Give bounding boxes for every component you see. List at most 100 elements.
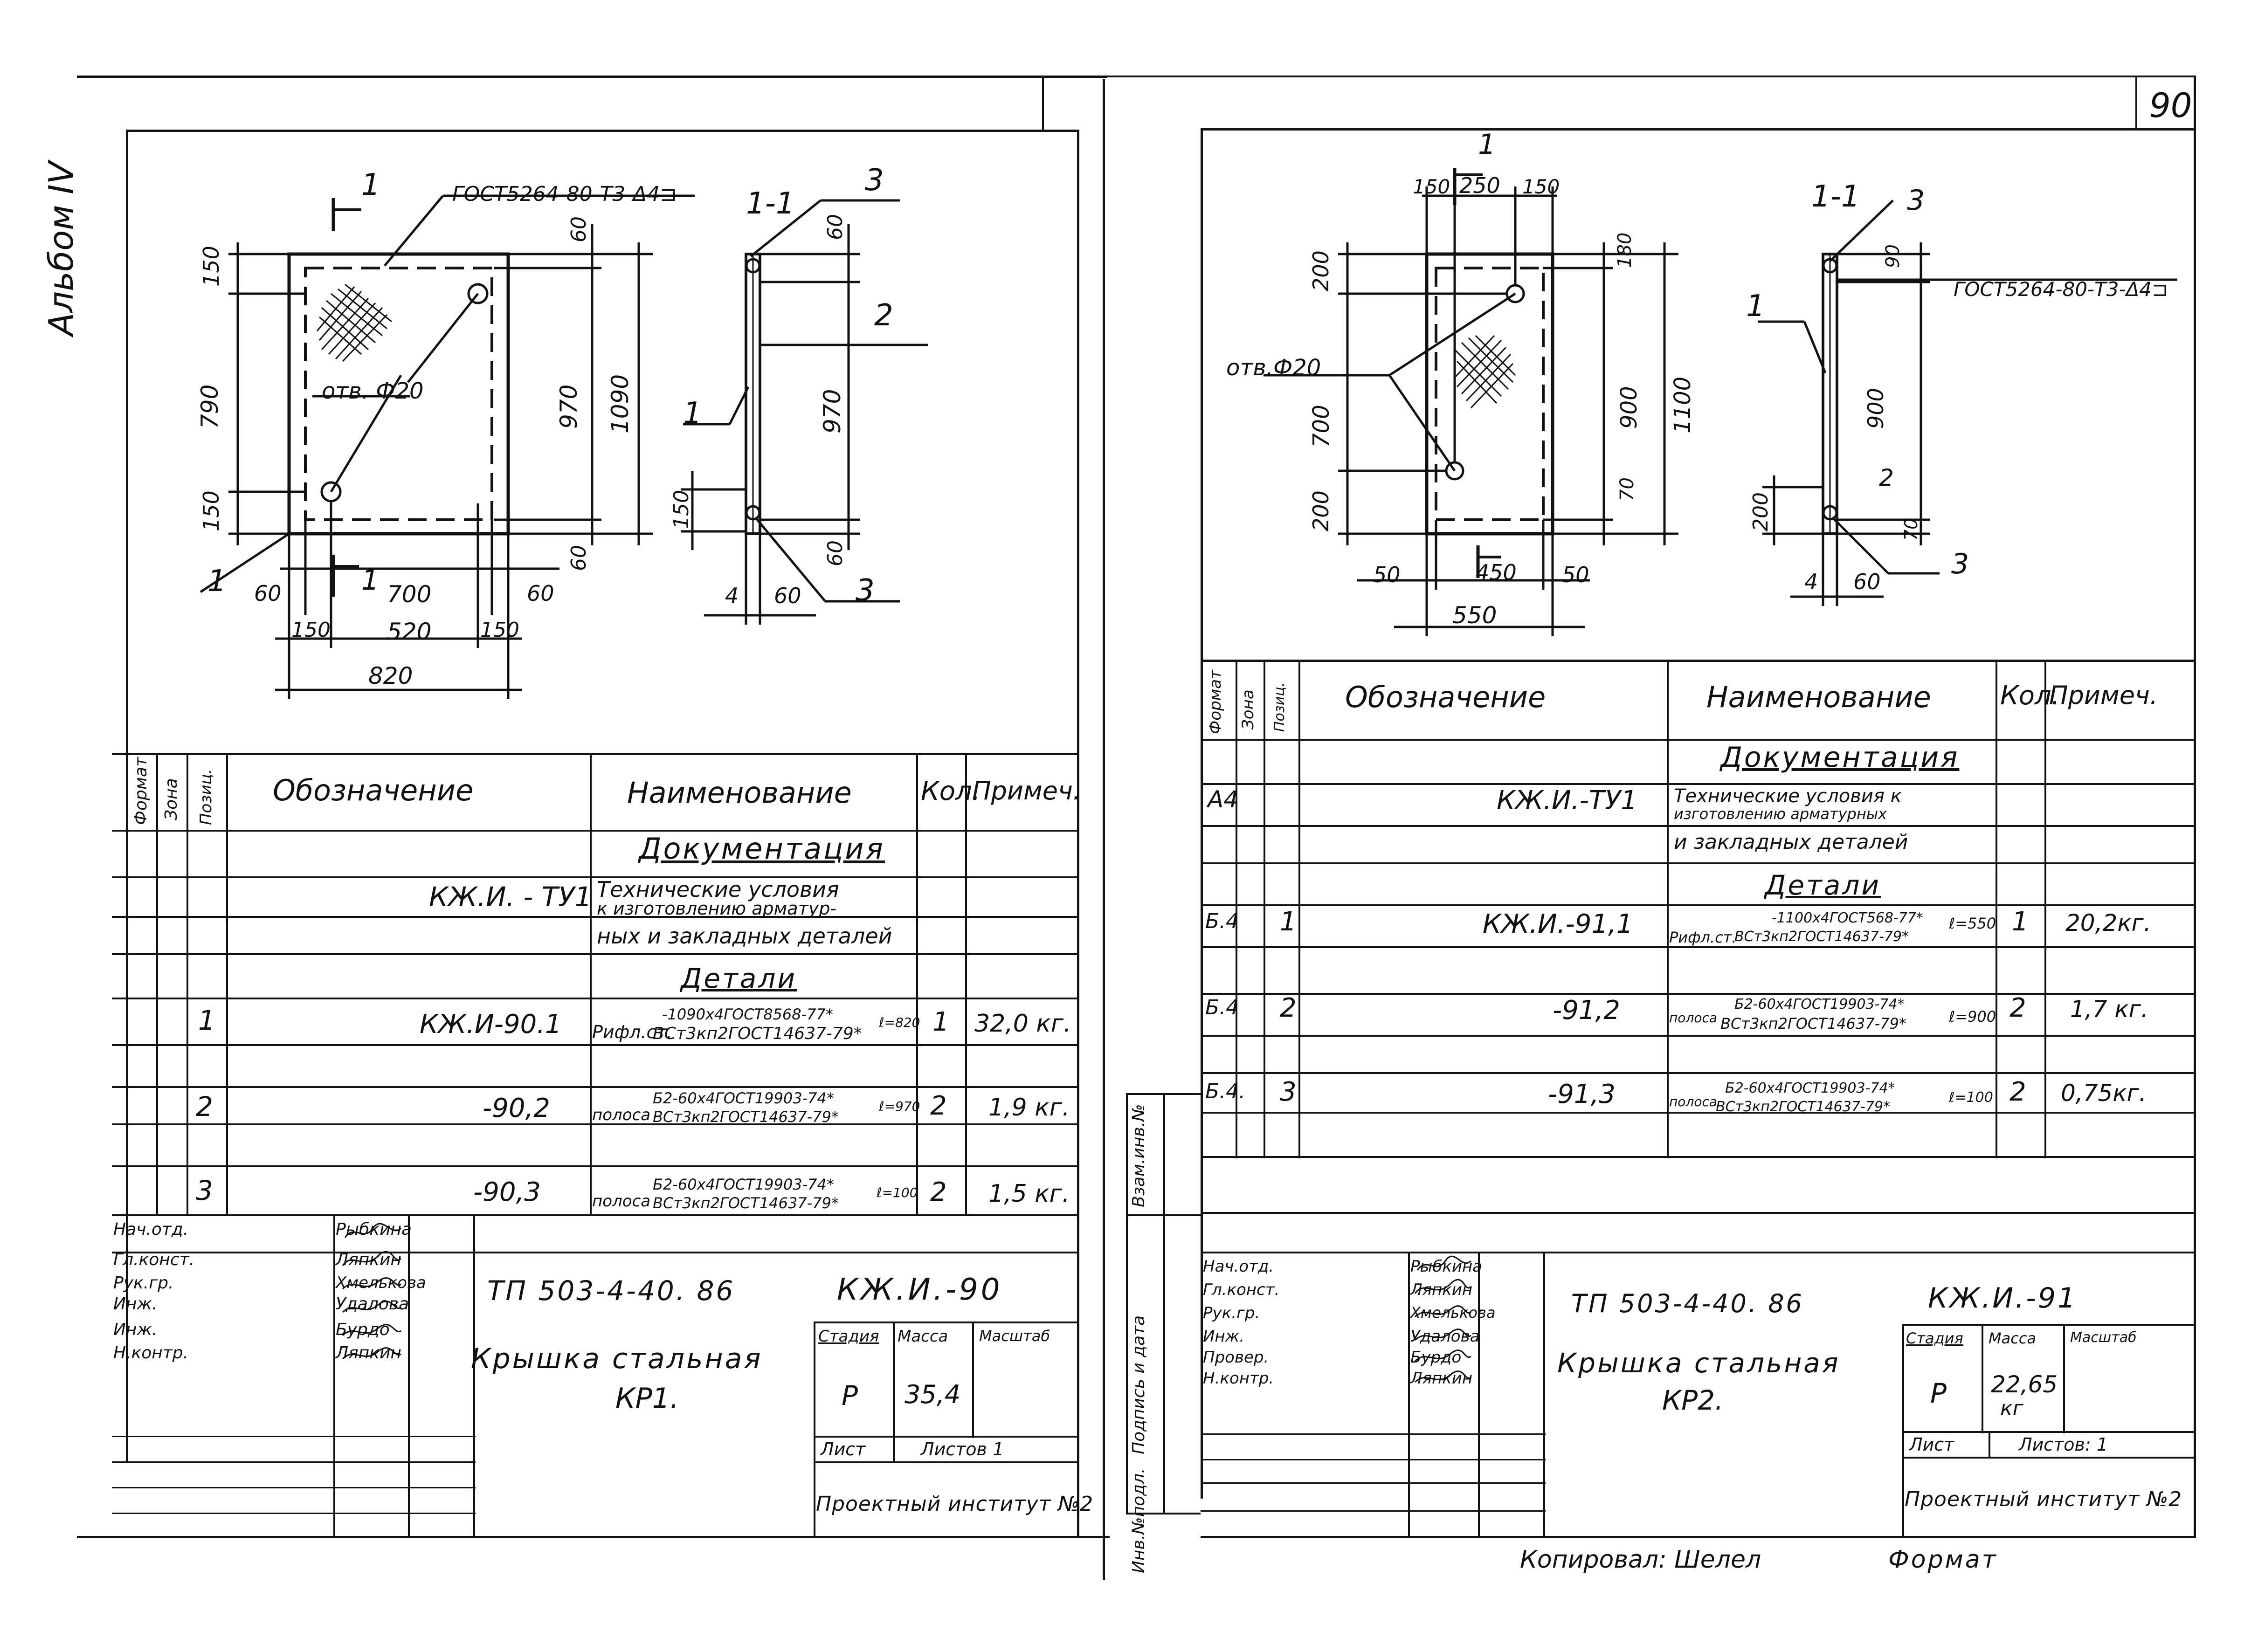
right-dim-150-a: 150 [1413, 175, 1450, 198]
right-header-code: Обозначение [1345, 680, 1546, 714]
right-header-qty: Кол. [2000, 681, 2060, 711]
right-dim-250: 250 [1459, 173, 1500, 198]
right-sec-dim-60: 60 [1853, 569, 1881, 594]
left-section-title: 1-1 [746, 186, 795, 221]
left-row1-name-bot: ВСт3кп2ГОСТ14637-79* [653, 1024, 862, 1043]
left-row2-code: -90,2 [483, 1093, 550, 1123]
left-dim-150-a: 150 [291, 618, 331, 642]
left-row3-code: -90,3 [473, 1177, 541, 1207]
left-row1-name-top: -1090х4ГОСТ8568-77* [662, 1005, 833, 1023]
right-role-2: Гл.конст. [1203, 1280, 1280, 1299]
left-dim-150-top: 150 [199, 246, 224, 287]
left-row2-note: 1,9 кг. [988, 1094, 1070, 1122]
left-sheet-header: Лист [821, 1439, 866, 1459]
left-role-1: Нач.отд. [113, 1220, 189, 1239]
right-row1-name-top: -1100х4ГОСТ568-77* [1772, 910, 1923, 926]
left-role-5: Инж. [113, 1320, 158, 1339]
right-project-code: ТП 503-4-40. 86 [1571, 1289, 1804, 1318]
right-sheet-header: Лист [1909, 1434, 1954, 1455]
right-header-format: Формат [1206, 670, 1225, 734]
left-row2-pos: 2 [196, 1091, 213, 1122]
right-row1-len: ℓ=550 [1949, 915, 1996, 932]
right-row2-qty: 2 [2009, 993, 2026, 1023]
left-stage: Р [842, 1380, 858, 1411]
right-stage: Р [1930, 1377, 1947, 1409]
right-dim-550: 550 [1452, 602, 1497, 629]
right-dim-50-b: 50 [1562, 562, 1589, 587]
left-doc-name-2: к изготовлению арматур- [597, 898, 837, 919]
right-dim-900: 900 [1616, 386, 1642, 429]
right-doc-name-1: Технические условия к [1674, 785, 1902, 807]
left-dim-970: 970 [555, 384, 582, 429]
right-role-4: Инж. [1203, 1327, 1245, 1346]
right-role-1: Нач.отд. [1203, 1257, 1274, 1276]
left-callout-2: 2 [874, 298, 893, 333]
right-row2-code: -91,2 [1553, 995, 1620, 1026]
right-row2-note: 1,7 кг. [2070, 996, 2148, 1023]
left-row2-qty: 2 [930, 1091, 947, 1121]
right-row1-name-pre: Рифл.ст. [1669, 929, 1737, 946]
right-role-5: Провер. [1203, 1348, 1269, 1367]
right-role-3: Рук.гр. [1203, 1304, 1260, 1322]
left-row3-note: 1,5 кг. [988, 1180, 1070, 1208]
left-name-5: Бурдо [336, 1320, 390, 1339]
left-sec-dim-60-top: 60 [823, 214, 847, 240]
left-header-pos: Позиц. [197, 769, 215, 826]
right-row3-code: -91,3 [1548, 1079, 1616, 1109]
right-doc-name-3: и закладных деталей [1674, 830, 1908, 854]
right-row2-pos: 2 [1280, 993, 1297, 1023]
left-callout-1: 1 [683, 396, 702, 431]
left-dim-1090: 1090 [607, 374, 634, 434]
left-row1-name-pre: Рифл.ст. [592, 1022, 672, 1042]
right-section-title: 1-1 [1811, 179, 1860, 214]
left-stage-header: Стадия [818, 1327, 879, 1346]
right-mass-header: Масса [1989, 1329, 2037, 1347]
left-cut-mark-bottom: 1 [361, 564, 380, 597]
left-sec-dim-60-bottom: 60 [823, 540, 847, 566]
left-mass: 35,4 [905, 1380, 961, 1409]
left-dim-60-a: 60 [254, 581, 282, 606]
left-dim-60-top: 60 [567, 216, 591, 242]
left-header-name: Наименование [627, 776, 852, 810]
right-dim-200-top: 200 [1308, 250, 1333, 291]
left-row1-note: 32,0 кг. [974, 1010, 1071, 1038]
album-label: Альбом IV [41, 161, 81, 336]
right-row3-pos: 3 [1280, 1077, 1297, 1107]
right-callout-3-top: 3 [1907, 184, 1925, 217]
left-dim-820: 820 [368, 662, 413, 689]
right-dim-450: 450 [1476, 560, 1517, 585]
right-drawing-svg [1264, 168, 2177, 636]
left-sec-dim-150: 150 [670, 490, 693, 529]
left-sec-dim-60: 60 [774, 583, 801, 608]
right-gost-note: ГОСТ5264-80-Т3-Δ4⊐ [1954, 278, 2168, 301]
left-row2-len: ℓ=970 [879, 1099, 920, 1114]
left-row1-qty: 1 [932, 1007, 949, 1037]
right-sec-dim-4: 4 [1804, 569, 1818, 594]
left-row3-len: ℓ=100 [877, 1185, 918, 1200]
left-row1-code: КЖ.И-90.1 [420, 1009, 562, 1039]
right-sec-dim-70: 70 [1901, 518, 1921, 541]
left-row2-name-bot: ВСт3кп2ГОСТ14637-79* [653, 1108, 839, 1126]
right-row3-note: 0,75кг. [2061, 1080, 2147, 1107]
left-row2-name-pre: полоса [592, 1106, 651, 1124]
right-dim-1100: 1100 [1670, 376, 1696, 434]
right-row2-name-pre: полоса [1669, 1010, 1718, 1026]
right-signatures [1414, 1255, 1472, 1383]
right-row1-code: КЖ.И.-91,1 [1483, 909, 1633, 939]
left-row1-pos: 1 [198, 1005, 215, 1036]
right-side-label-inv: Инв.№подл. [1129, 1468, 1148, 1573]
left-dim-60-bottom: 60 [567, 545, 591, 571]
left-header-qty: Кол. [921, 776, 981, 806]
left-dim-60-b: 60 [527, 581, 554, 606]
left-doc-code: КЖ.И. - ТУ1 [429, 881, 592, 913]
right-row2-len: ℓ=900 [1949, 1008, 1996, 1026]
right-row1-qty: 1 [2012, 907, 2029, 937]
left-callout-3-bottom: 3 [856, 573, 875, 608]
left-row1-len: ℓ=820 [879, 1015, 920, 1030]
left-dim-700: 700 [387, 581, 432, 608]
right-side-label-sign: Подпись и дата [1129, 1315, 1148, 1454]
left-role-6: Н.контр. [113, 1343, 189, 1363]
left-organization: Проектный институт №2 [816, 1492, 1094, 1516]
left-name-6: Ляпкин [336, 1343, 401, 1363]
left-callout-3-top: 3 [865, 163, 884, 198]
